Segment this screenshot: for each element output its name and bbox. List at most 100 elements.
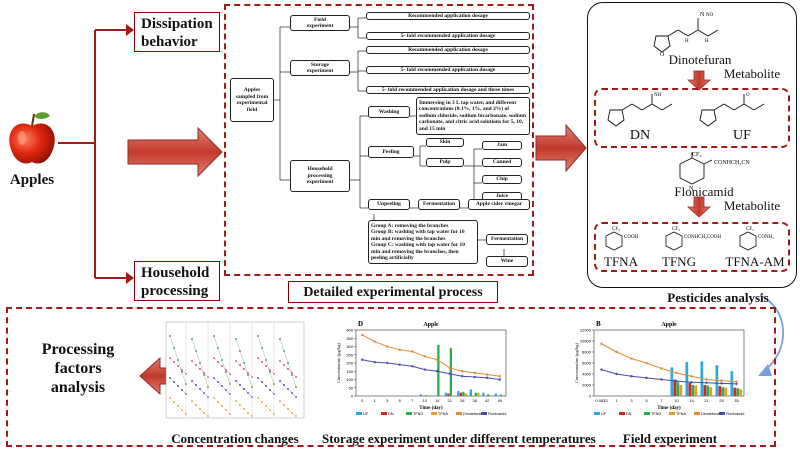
apple-cider-vinegar: Apple cider vinegar: [468, 199, 530, 210]
cc-point: [265, 385, 267, 387]
cc-point: [269, 369, 271, 371]
bar-tfng: [437, 344, 440, 396]
legend-label-tfng: TFNG: [413, 412, 423, 416]
field-title: Field experiment: [622, 431, 718, 446]
x-tick-label: 28: [460, 398, 465, 403]
svg-text:H: H: [705, 39, 709, 44]
cc-point: [191, 400, 193, 402]
cc-line: [191, 380, 209, 398]
y-tick-label: 200: [346, 361, 353, 366]
apple-image: [6, 108, 58, 172]
cc-line: [235, 400, 253, 417]
legend-label-flonicamid: Flonicamid: [488, 412, 506, 416]
flonicamid-cf3: CF₃: [692, 152, 701, 158]
line-dinotefuran: [362, 334, 500, 377]
bar-uf: [482, 392, 485, 396]
cc-point: [195, 364, 197, 366]
cc-point: [257, 377, 259, 379]
cc-line: [169, 397, 187, 415]
point-flonicamid: [448, 372, 451, 375]
peeling-node: Peeling: [368, 146, 414, 158]
cc-line: [213, 357, 231, 375]
product-chip: Chip: [482, 175, 522, 184]
cc-point: [195, 384, 197, 386]
cc-point: [177, 365, 179, 367]
point-dinotefuran: [690, 375, 693, 378]
cc-point: [213, 377, 215, 379]
legend-label-dn: DN: [388, 412, 394, 416]
cc-point: [181, 389, 183, 391]
legend-swatch-flonicamid: [481, 412, 487, 415]
x-axis-label: Time (day): [419, 406, 443, 411]
concentration-changes-plot: [165, 321, 305, 419]
legend-swatch-dn: [381, 412, 387, 415]
plot-area: [593, 329, 745, 397]
bar-tfna: [724, 387, 728, 396]
point-dinotefuran: [461, 370, 464, 373]
dinotefuran-label: Dinotefuran: [668, 52, 732, 67]
cc-point: [261, 347, 263, 349]
cc-point: [257, 357, 259, 359]
point-dinotefuran: [423, 355, 426, 358]
legend-label-uf: UF: [363, 412, 369, 416]
legend-label-tfna: TFNA: [676, 412, 686, 416]
y-tick-label: 10000: [580, 339, 592, 344]
cc-point: [243, 368, 245, 370]
cc-point: [279, 400, 281, 402]
bar-tfna: [709, 387, 713, 396]
bar-tfng: [474, 392, 477, 396]
field-item-1: Recommended application dosage: [366, 12, 530, 20]
point-dinotefuran: [361, 333, 364, 337]
svg-text:H: H: [685, 39, 689, 44]
tfna-cooh: COOH: [624, 235, 639, 240]
y-tick-label: 300: [346, 344, 353, 349]
point-flonicamid: [423, 368, 426, 371]
cc-line: [213, 335, 231, 385]
cc-point: [199, 362, 201, 364]
cc-point: [265, 365, 267, 367]
svg-text:N: N: [689, 186, 694, 192]
cc-point: [287, 408, 289, 410]
cc-line: [213, 397, 231, 415]
y-tick-label: 12000: [580, 328, 592, 333]
cc-point: [235, 380, 237, 382]
cc-line: [257, 335, 275, 385]
cc-point: [243, 362, 245, 364]
bar-uf: [494, 393, 497, 396]
cc-point: [235, 400, 237, 402]
cc-point: [295, 396, 297, 398]
cc-point: [287, 368, 289, 370]
legend-swatch-flonicamid: [719, 412, 725, 415]
bar-uf: [419, 394, 422, 396]
bar-tfna: [477, 392, 480, 396]
cc-point: [169, 357, 171, 359]
cc-point: [169, 335, 171, 337]
legend-label-tfna: TFNA: [438, 412, 448, 416]
bar-tfna: [739, 389, 743, 396]
plot-area: [355, 329, 507, 397]
point-flonicamid: [720, 382, 723, 385]
cc-point: [221, 359, 223, 361]
bar-tfng: [691, 385, 695, 396]
x-tick-label: 35: [734, 398, 739, 403]
point-flonicamid: [373, 360, 376, 364]
storage-title: Storage experiment under different tempe…: [322, 431, 596, 446]
cc-point: [269, 409, 271, 411]
point-dinotefuran: [448, 366, 451, 370]
point-dinotefuran: [386, 345, 389, 348]
tfna-label: TFNA: [604, 254, 638, 269]
x-tick-label: 10: [674, 398, 679, 403]
bar-dn: [459, 392, 462, 396]
point-dinotefuran: [630, 357, 633, 360]
skin-node: Skin: [426, 138, 464, 147]
cc-point: [291, 374, 293, 376]
tfng-side-chain: CONHCH₂COOH: [684, 235, 721, 240]
x-tick-label: 10: [423, 398, 428, 403]
y-tick-label: 0: [351, 394, 354, 399]
y-tick-label: 100: [346, 377, 353, 382]
cc-point: [181, 369, 183, 371]
y-tick-label: 4000: [582, 372, 592, 377]
metabolite1-label: Metabolite: [723, 66, 781, 81]
cc-point: [291, 372, 293, 374]
cc-point: [217, 361, 219, 363]
